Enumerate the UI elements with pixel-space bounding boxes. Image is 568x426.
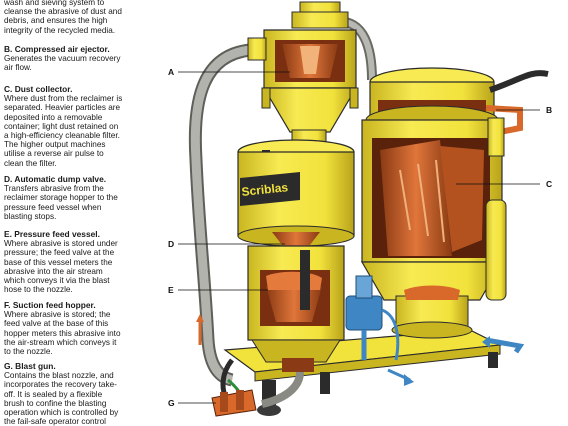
middle-leg bbox=[320, 372, 330, 394]
description-column: wash and sieving system to cleanse the a… bbox=[0, 0, 168, 426]
callout-g: G bbox=[168, 398, 216, 408]
air-ejector-pipe bbox=[485, 105, 523, 135]
section-e-body: Where abrasive is stored under pressure;… bbox=[4, 239, 118, 295]
blue-valve-assembly bbox=[345, 275, 414, 386]
callout-c-label: C bbox=[546, 179, 552, 189]
right-cylinder bbox=[485, 199, 507, 301]
recovery-hose bbox=[190, 45, 251, 385]
air-ejector bbox=[487, 117, 505, 157]
filter-cartridge bbox=[380, 140, 452, 256]
callout-b: B bbox=[496, 105, 552, 115]
callout-d-label: D bbox=[168, 239, 174, 249]
section-e: E. Pressure feed vessel. Where abrasive … bbox=[4, 229, 168, 295]
pressure-vessel: Scriblas bbox=[237, 139, 355, 372]
section-g: G. Blast gun. Contains the blast nozzle,… bbox=[4, 361, 168, 426]
callout-c: C bbox=[456, 179, 552, 189]
callout-g-label: G bbox=[168, 398, 175, 408]
rear-leg bbox=[488, 352, 498, 368]
section-g-heading: G. Blast gun. bbox=[4, 361, 56, 371]
intro-body: wash and sieving system to cleanse the a… bbox=[4, 0, 122, 35]
callout-e: E bbox=[168, 285, 268, 295]
feed-pipe bbox=[300, 250, 310, 310]
section-f: F. Suction feed hopper. Where abrasive i… bbox=[4, 300, 168, 357]
section-f-body: Where abrasive is stored; the feed valve… bbox=[4, 310, 121, 357]
section-d-body: Transfers abrasive from the reclaimer st… bbox=[4, 184, 118, 221]
dust-collector bbox=[360, 67, 504, 339]
brand-label: Scriblas bbox=[241, 180, 289, 199]
blast-gun bbox=[211, 389, 257, 417]
callout-d: D bbox=[168, 239, 285, 249]
section-g-body: Contains the blast nozzle, and incorpora… bbox=[4, 371, 119, 426]
brand-plate bbox=[240, 172, 300, 206]
section-c-heading: C. Dust collector. bbox=[4, 84, 73, 94]
callout-a: A bbox=[168, 67, 290, 77]
callout-e-label: E bbox=[168, 285, 174, 295]
section-b-body: Generates the vacuum recovery air flow. bbox=[4, 54, 121, 73]
callout-b-label: B bbox=[546, 105, 552, 115]
section-f-heading: F. Suction feed hopper. bbox=[4, 300, 96, 310]
intro-text: wash and sieving system to cleanse the a… bbox=[4, 0, 168, 35]
section-d: D. Automatic dump valve. Transfers abras… bbox=[4, 174, 168, 221]
reclaimer-cyclone bbox=[247, 1, 359, 145]
callout-a-label: A bbox=[168, 67, 174, 77]
section-b: B. Compressed air ejector. Generates the… bbox=[4, 44, 168, 73]
section-c-body: Where dust from the reclaimer is separat… bbox=[4, 94, 123, 168]
section-e-heading: E. Pressure feed vessel. bbox=[4, 229, 100, 239]
section-b-heading: B. Compressed air ejector. bbox=[4, 44, 110, 54]
section-c: C. Dust collector. Where dust from the r… bbox=[4, 84, 168, 168]
section-d-heading: D. Automatic dump valve. bbox=[4, 174, 107, 184]
